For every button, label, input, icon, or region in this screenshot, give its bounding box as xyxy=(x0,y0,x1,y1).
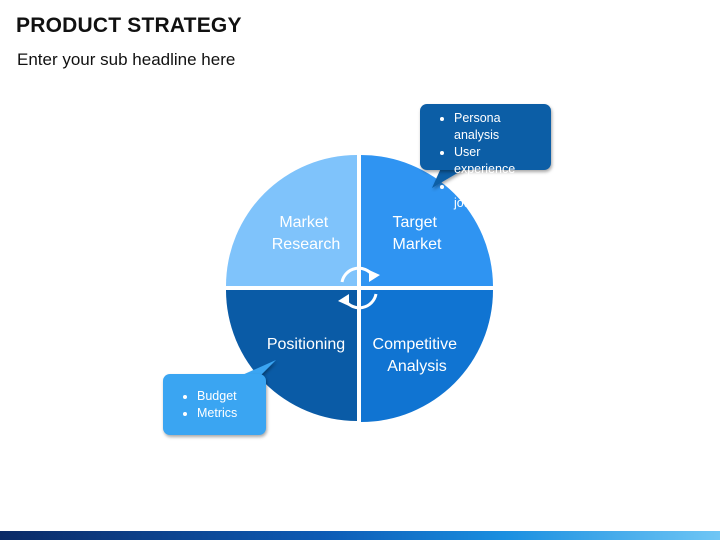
label-positioning: Positioning xyxy=(267,336,345,353)
callout-bottom-tail xyxy=(240,360,276,376)
list-item: Metrics xyxy=(197,405,254,422)
list-item: User experience xyxy=(454,144,539,178)
callout-bottom-list: Budget Metrics xyxy=(177,388,254,422)
label-competitive-analysis: Competitive Analysis xyxy=(373,336,462,375)
cycle-arrowhead-top xyxy=(369,270,380,282)
cycle-arrowhead-bottom xyxy=(338,294,349,306)
callout-bottom: Budget Metrics xyxy=(163,374,266,435)
page-title: PRODUCT STRATEGY xyxy=(16,14,242,37)
quadrant-competitive-analysis xyxy=(361,290,493,422)
quadrant-target-market xyxy=(361,155,493,286)
quadrant-market-research xyxy=(226,155,357,286)
label-target-market: Target Market xyxy=(393,214,442,253)
quadrant-positioning xyxy=(226,290,357,421)
callout-top-list: Persona analysis User experience Custome… xyxy=(434,110,539,212)
list-item: Persona analysis xyxy=(454,110,539,144)
callout-top-tail xyxy=(432,168,466,188)
page-subtitle: Enter your sub headline here xyxy=(17,50,236,69)
list-item: Customer journey xyxy=(454,178,539,212)
callout-top: Persona analysis User experience Custome… xyxy=(420,104,551,210)
footer-bar xyxy=(0,531,720,540)
list-item: Budget xyxy=(197,388,254,405)
label-market-research: Market Research xyxy=(272,214,340,253)
